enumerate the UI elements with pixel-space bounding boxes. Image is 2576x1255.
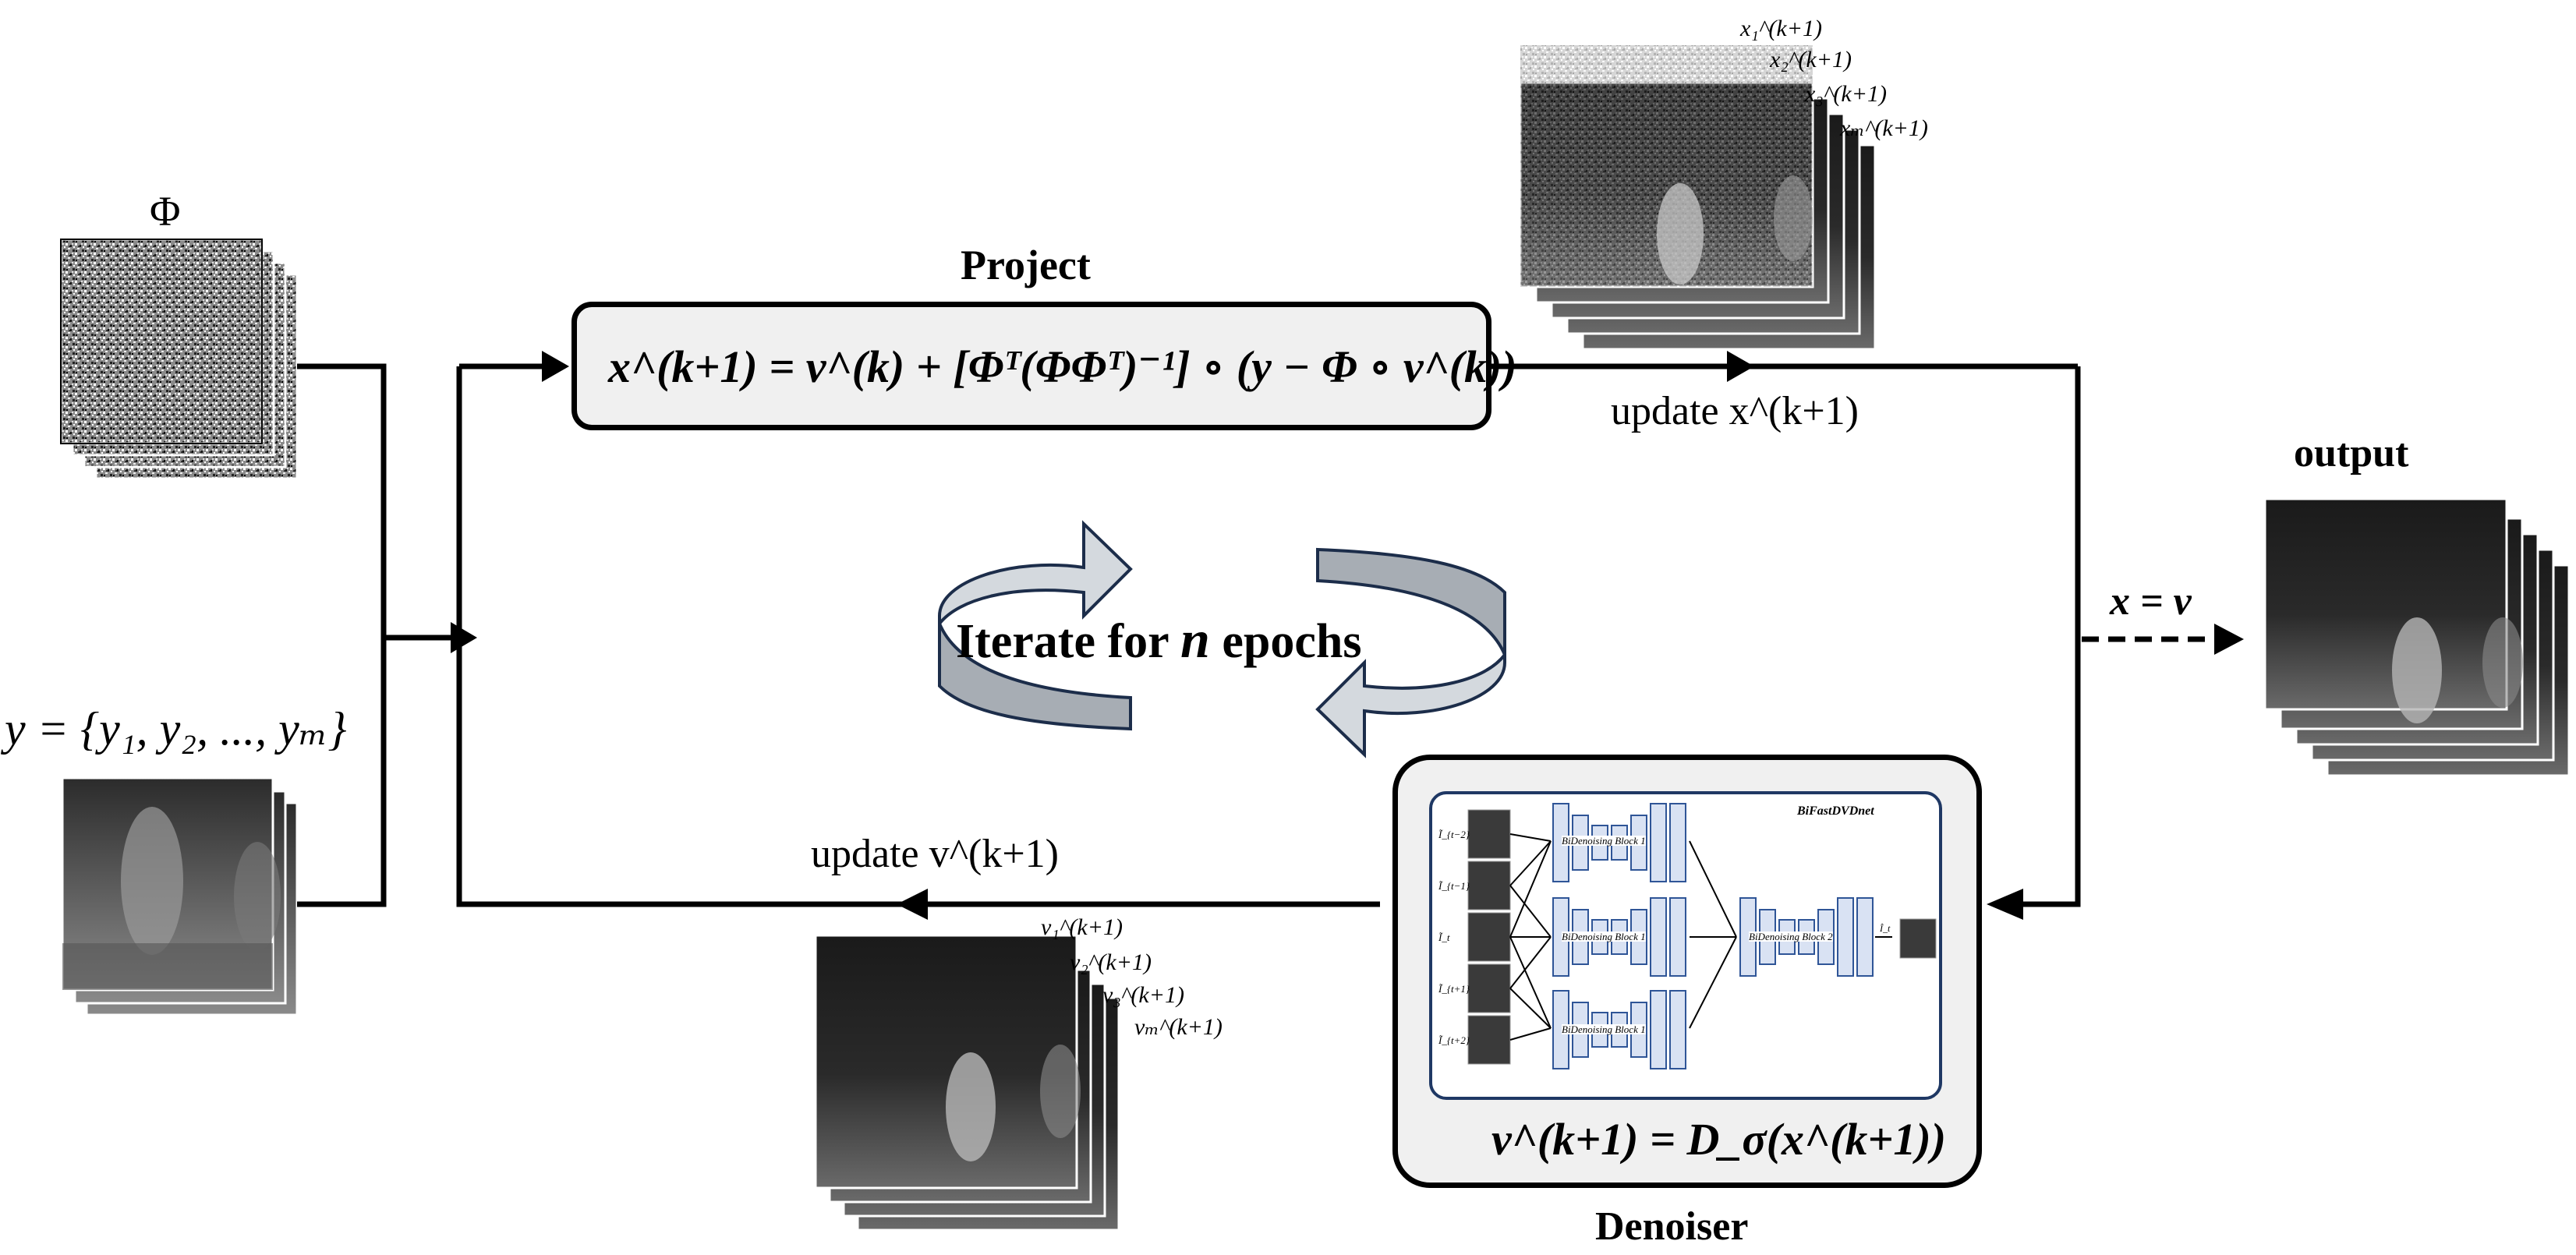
network-graphic — [1467, 803, 1937, 1069]
net-title: BiFastDVDnet — [1797, 804, 1874, 818]
input-frame-5: Ĩ_{t+2} — [1438, 1034, 1470, 1046]
update-v-label: update v^(k+1) — [811, 832, 1059, 876]
x-estimate-stack — [1519, 45, 1877, 351]
v-stack-label-m: vₘ^(k+1) — [1134, 1014, 1223, 1040]
project-box: x^(k+1) = v^(k) + [Φᵀ(ΦΦᵀ)⁻¹] ∘ (y − Φ ∘… — [571, 302, 1517, 430]
denoiser-title: Denoiser — [1595, 1204, 1749, 1249]
input-frame-4: Ĩ_{t+1} — [1438, 983, 1470, 995]
iterate-label: Iterate for n epochs — [956, 613, 1362, 666]
v-stack-label-2: v₂^(k+1) — [1070, 949, 1152, 975]
denoiser-box: BiFastDVDnet BiDenoising Block 1 BiDenoi… — [1392, 755, 1982, 1188]
x-stack-label-2: x₂^(k+1) — [1770, 47, 1852, 72]
block2-label: BiDenoising Block 2 — [1749, 931, 1833, 942]
input-frame-2: Ĩ_{t−1} — [1438, 880, 1470, 892]
final-equation: x = v — [2110, 579, 2192, 624]
output-frame-label: Î_t — [1880, 923, 1891, 934]
block1-label-mid: BiDenoising Block 1 — [1562, 931, 1646, 942]
phi-label: Φ — [150, 188, 181, 235]
iterate-n: n — [1180, 610, 1210, 669]
x-stack-label-m: xₘ^(k+1) — [1840, 115, 1928, 141]
iterate-suffix: epochs — [1222, 615, 1362, 668]
update-x-label: update x^(k+1) — [1611, 389, 1859, 433]
iterate-prefix: Iterate for — [956, 615, 1169, 668]
bifastdvdnet-panel: BiFastDVDnet BiDenoising Block 1 BiDenoi… — [1429, 791, 1942, 1100]
output-title: output — [2294, 431, 2409, 475]
block1-label-bottom: BiDenoising Block 1 — [1562, 1023, 1646, 1035]
project-formula: x^(k+1) = v^(k) + [Φᵀ(ΦΦᵀ)⁻¹] ∘ (y − Φ ∘… — [608, 341, 1517, 392]
project-title: Project — [961, 242, 1091, 288]
block1-label-top: BiDenoising Block 1 — [1562, 835, 1646, 847]
measurement-stack — [61, 776, 299, 1016]
iterate-loop-arrows — [938, 520, 1506, 758]
arrowheads — [451, 351, 2244, 920]
v-stack-label-3: v₃^(k+1) — [1102, 982, 1184, 1008]
x-stack-label-1: x₁^(k+1) — [1740, 16, 1822, 41]
output-stack — [2263, 497, 2571, 777]
v-stack-label-1: v₁^(k+1) — [1041, 914, 1123, 940]
measurement-label: y = {y₁, y₂, ..., yₘ} — [5, 703, 347, 755]
phi-mask-stack — [59, 238, 299, 480]
input-frame-1: Ĩ_{t−2} — [1438, 829, 1470, 840]
x-stack-label-3: x₃^(k+1) — [1805, 81, 1887, 107]
input-connectors — [297, 363, 2081, 907]
denoiser-formula: v^(k+1) = D_σ(x^(k+1)) — [1491, 1114, 1947, 1165]
v-estimate-stack — [814, 934, 1120, 1232]
input-frame-3: Ĩ_t — [1438, 932, 1450, 943]
